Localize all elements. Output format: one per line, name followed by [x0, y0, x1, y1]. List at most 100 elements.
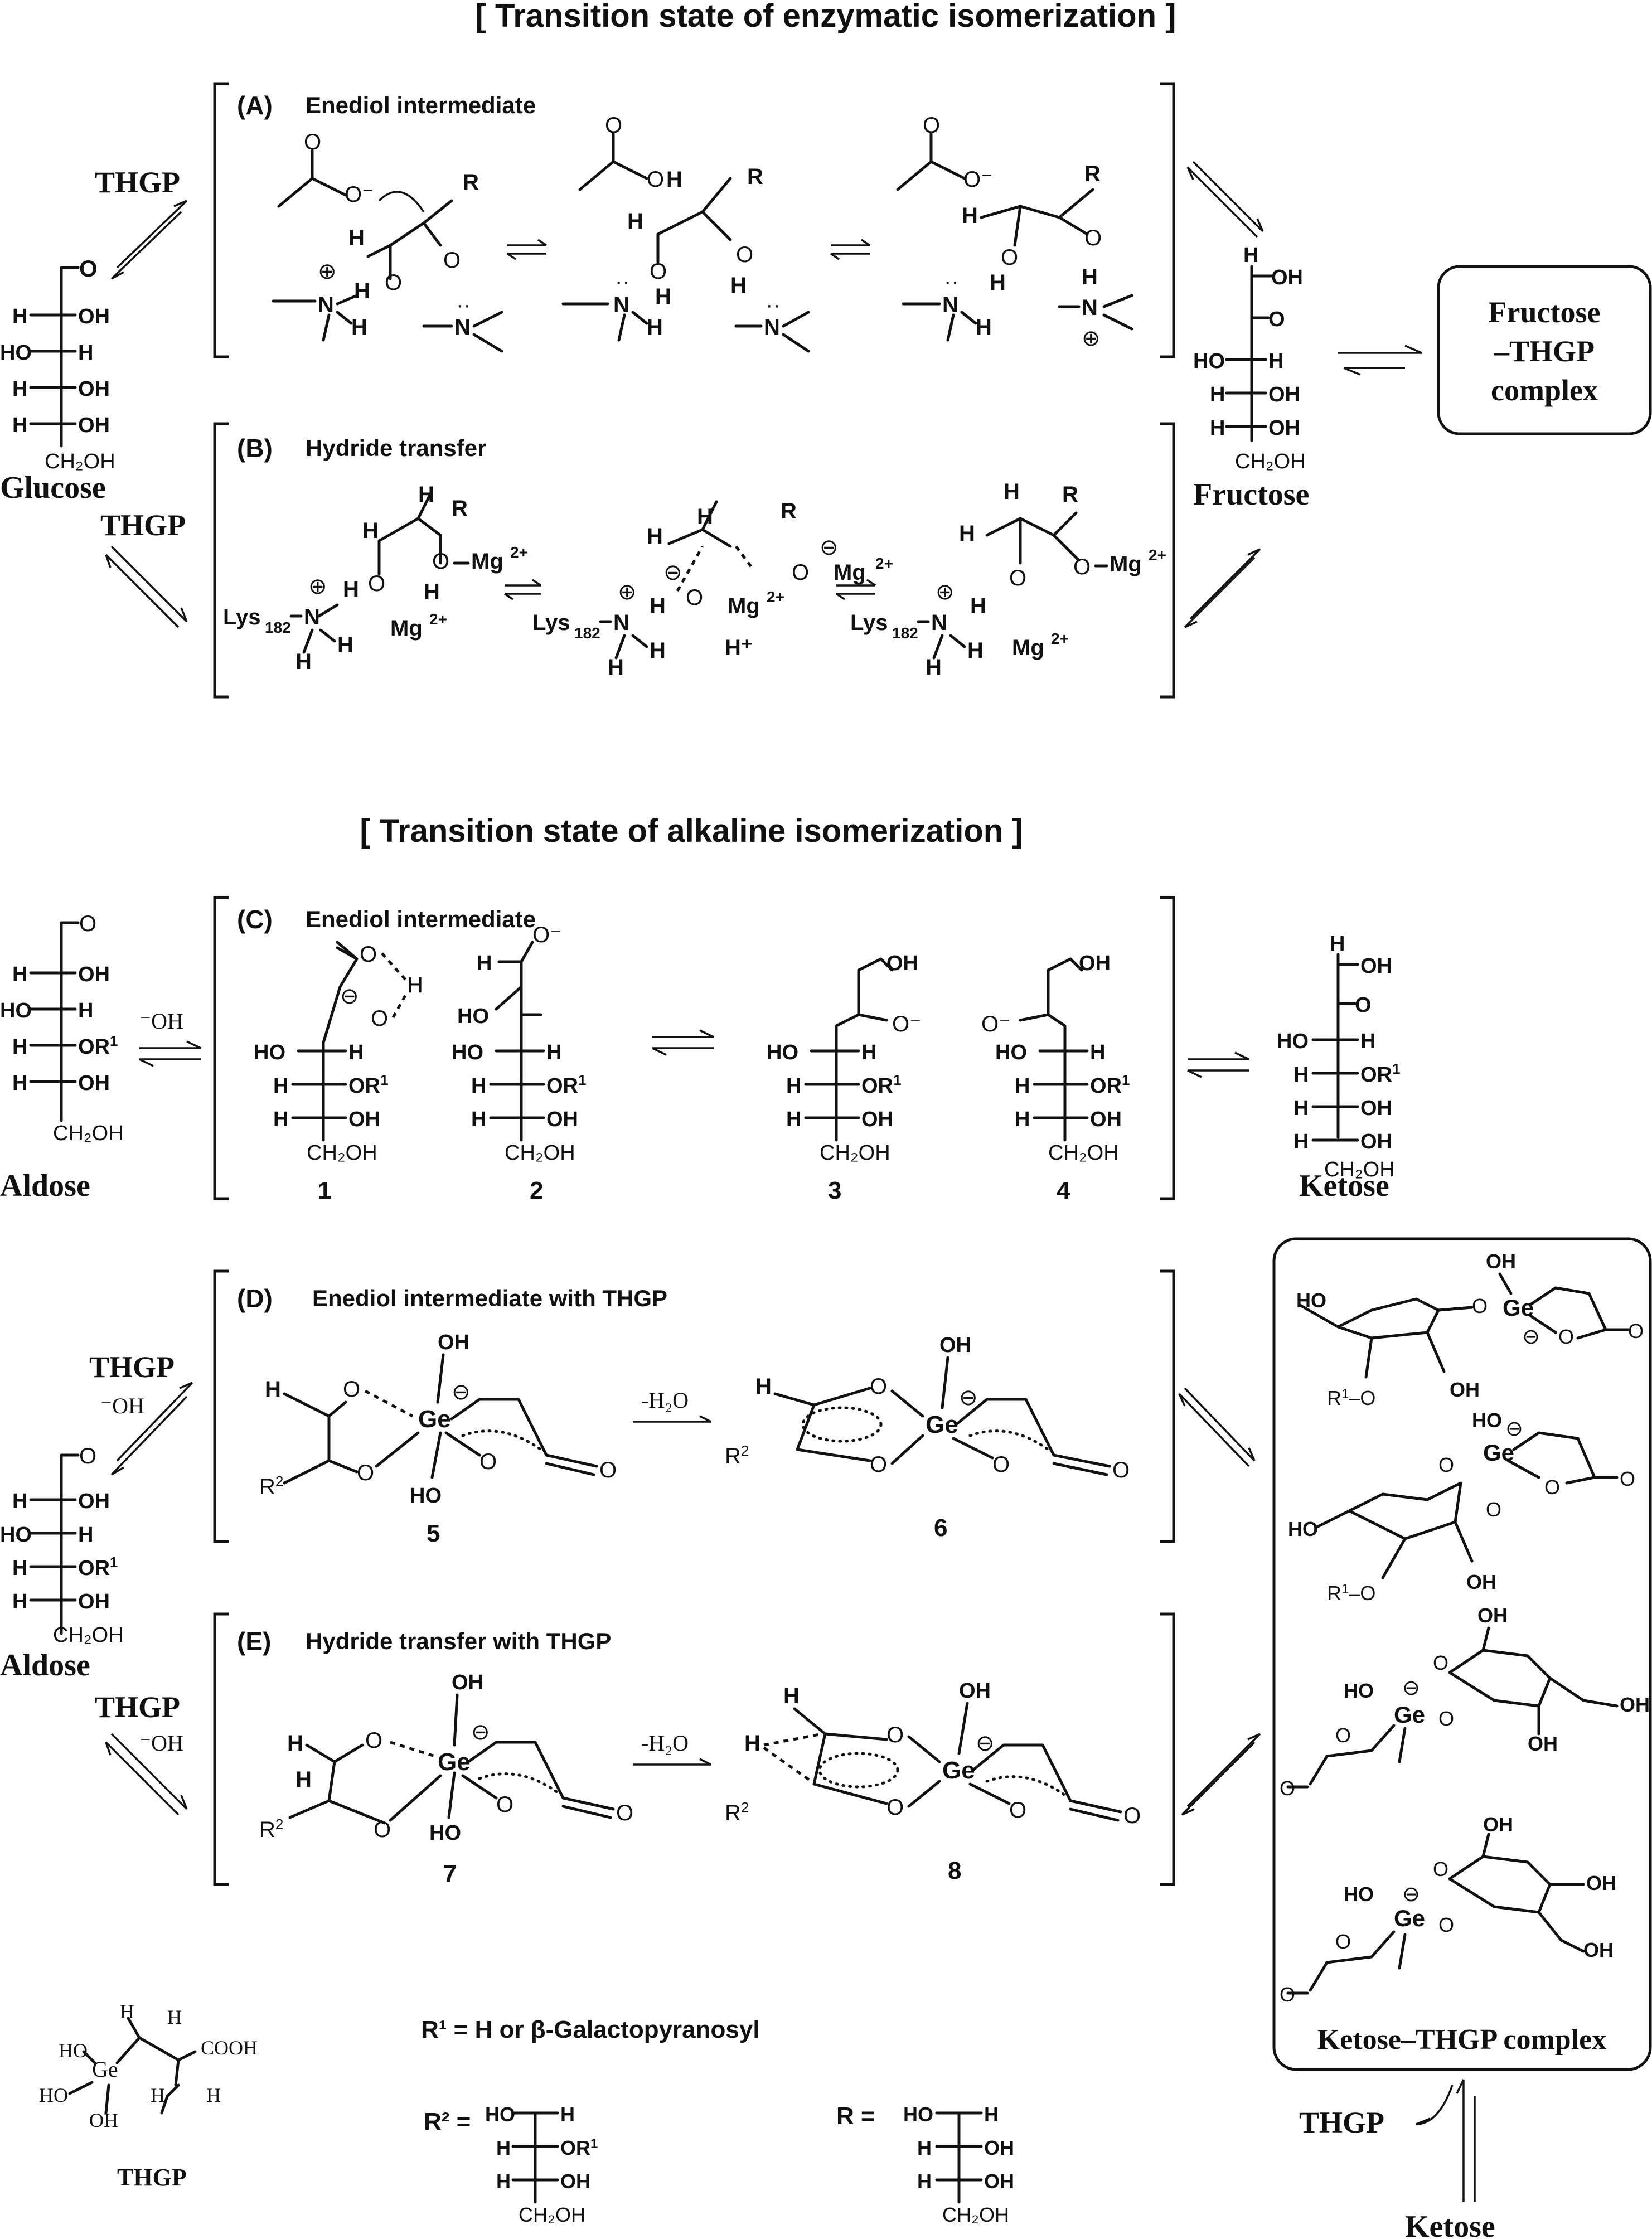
glucose-structure: O H OH HO H H OH H OH CH₂OH: [0, 255, 115, 473]
svg-text:OH: OH: [1450, 1378, 1480, 1401]
svg-text:OR1: OR1: [348, 1072, 388, 1098]
compound-number-4: 4: [1057, 1177, 1070, 1204]
svg-text:Lys: Lys: [223, 605, 260, 629]
svg-text:H: H: [1210, 416, 1225, 440]
svg-text:H: H: [1360, 1030, 1375, 1053]
svg-text:OH: OH: [1268, 383, 1300, 406]
svg-text:··: ··: [766, 293, 781, 317]
svg-text:OH: OH: [78, 1590, 110, 1613]
svg-text:H: H: [647, 524, 663, 549]
svg-text:R: R: [452, 496, 468, 521]
svg-text:OH: OH: [1360, 1130, 1392, 1154]
svg-text:O: O: [1112, 1458, 1130, 1482]
svg-text:H: H: [962, 203, 978, 228]
svg-text:O: O: [870, 1374, 887, 1399]
aldose-label-d: Aldose: [0, 1648, 90, 1683]
compound-number-2: 2: [530, 1177, 543, 1204]
svg-text:H: H: [351, 315, 367, 340]
svg-text:H: H: [78, 341, 93, 365]
svg-text:H: H: [608, 655, 624, 680]
svg-text:Ge: Ge: [92, 2057, 118, 2082]
panel-a-letter: (A): [237, 91, 273, 120]
ketose-structure: H OH O HO H H OR1 H OH H OH CH₂OH: [1277, 932, 1400, 1181]
svg-text:⊕: ⊕: [618, 580, 637, 604]
panel-b-title: Hydride transfer: [306, 435, 486, 461]
svg-text:H: H: [273, 1074, 288, 1098]
svg-text:O: O: [736, 243, 753, 267]
svg-text:O: O: [432, 549, 449, 574]
svg-text:H: H: [546, 1041, 561, 1064]
glucose-label: Glucose: [0, 471, 106, 505]
svg-text:HO: HO: [0, 1523, 32, 1547]
svg-text:O: O: [1335, 1724, 1351, 1747]
svg-text:OH: OH: [78, 377, 110, 401]
svg-text:O: O: [79, 912, 96, 936]
svg-text:OH: OH: [984, 2136, 1014, 2159]
svg-text:OH: OH: [1583, 1938, 1614, 1961]
svg-text:H: H: [1330, 932, 1345, 956]
svg-text:OH: OH: [546, 1108, 578, 1131]
panel-c-letter: (C): [237, 905, 273, 934]
svg-text:O: O: [605, 113, 622, 138]
svg-text:R2: R2: [259, 1473, 283, 1499]
svg-text:H: H: [12, 1557, 27, 1580]
svg-text:H: H: [343, 577, 359, 602]
equilibrium-arrow-a-fructose: [1186, 161, 1264, 238]
svg-text:O: O: [1433, 1858, 1448, 1881]
svg-text:HO: HO: [1472, 1409, 1502, 1432]
svg-text:Ge: Ge: [418, 1406, 451, 1433]
svg-text:H: H: [976, 315, 992, 340]
svg-text:H: H: [647, 315, 663, 340]
r2-structure: HO H H OR1 H OH CH₂OH: [485, 2103, 598, 2226]
svg-text:H: H: [496, 2136, 511, 2159]
svg-text:O: O: [650, 259, 667, 284]
svg-text:⊖: ⊖: [1402, 1883, 1420, 1906]
svg-text:O: O: [1001, 245, 1018, 270]
svg-text:H: H: [1268, 350, 1283, 373]
svg-text:O⁻: O⁻: [892, 1012, 921, 1036]
thgp-reagent-a: THGP: [95, 166, 180, 199]
svg-text:H: H: [650, 638, 666, 663]
ketose-complex-structures: HO R1–O OH O Ge ⊖ OH O O HO R1–O OH O O …: [1280, 1250, 1650, 2006]
svg-text:2+: 2+: [429, 610, 447, 628]
svg-text:O: O: [496, 1792, 513, 1817]
svg-text:O: O: [360, 942, 377, 967]
bracket-e: [213, 1612, 1175, 1886]
svg-text:O: O: [792, 560, 809, 585]
svg-text:H: H: [917, 2170, 932, 2193]
svg-text:O: O: [1084, 226, 1102, 250]
svg-text:O: O: [1438, 1453, 1454, 1476]
svg-text:H: H: [1082, 265, 1098, 289]
svg-text:HO: HO: [1344, 1679, 1374, 1702]
svg-text:OH: OH: [1090, 1108, 1122, 1131]
svg-text:Mg: Mg: [1110, 552, 1142, 576]
svg-text:H: H: [407, 973, 423, 997]
svg-text:H: H: [471, 1074, 486, 1098]
svg-text:O: O: [1486, 1498, 1501, 1521]
equilibrium-arrow-ketose-complex: [1416, 2079, 1476, 2202]
svg-text:CH₂OH: CH₂OH: [1235, 450, 1306, 473]
svg-text:OH: OH: [78, 1490, 110, 1513]
svg-text:R: R: [463, 170, 479, 195]
svg-text:O: O: [1009, 1798, 1026, 1823]
equilibrium-arrow-aldose-e: [105, 1733, 188, 1816]
svg-text:O: O: [1620, 1467, 1635, 1490]
svg-text:2+: 2+: [1051, 630, 1069, 647]
svg-text:O⁻: O⁻: [981, 1012, 1010, 1036]
fructose-thgp-complex-box: [1437, 265, 1652, 435]
equilibrium-arrow-fructose-complex: [1338, 345, 1422, 376]
svg-text:H: H: [666, 167, 682, 192]
svg-text:CH₂OH: CH₂OH: [307, 1141, 377, 1165]
svg-text:⊖: ⊖: [471, 1720, 490, 1744]
svg-text:O: O: [1628, 1320, 1644, 1343]
svg-text:O: O: [479, 1450, 497, 1474]
svg-text:O: O: [992, 1452, 1010, 1477]
fructose-complex-line1: Fructose: [1489, 295, 1601, 329]
svg-text:O: O: [1472, 1295, 1488, 1317]
svg-text:H: H: [560, 2103, 575, 2126]
svg-text:H: H: [12, 414, 27, 437]
svg-text:··: ··: [944, 269, 959, 294]
svg-text:N: N: [304, 605, 320, 629]
svg-text:⊕: ⊕: [1082, 326, 1101, 351]
svg-text:H: H: [348, 226, 365, 250]
